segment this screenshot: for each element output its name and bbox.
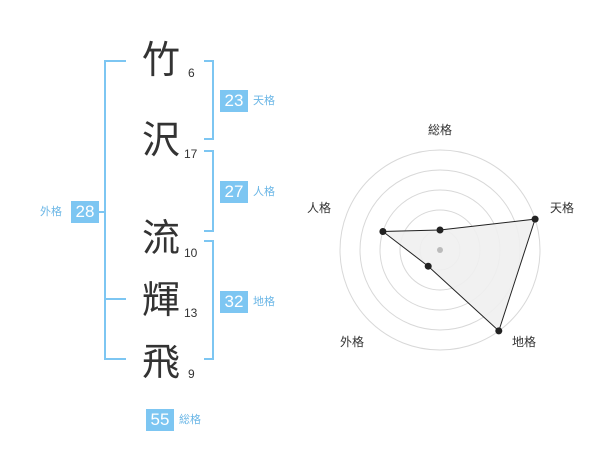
- stroke-count-2: 17: [184, 147, 198, 161]
- axis-label-gaikaku: 外格: [340, 334, 364, 349]
- tenkaku-value-badge: 23: [220, 90, 248, 112]
- jinkaku-bracket-bottom: [204, 230, 214, 232]
- chikaku-bracket-top: [204, 240, 214, 242]
- axis-label-tenkaku: 天格: [550, 200, 574, 215]
- tenkaku-bracket-vertical: [212, 60, 214, 140]
- jinkaku-bracket-top: [204, 150, 214, 152]
- tenkaku-bracket-top: [204, 60, 214, 62]
- gaikaku-bracket-arm: [96, 211, 106, 213]
- axis-label-jinkaku: 人格: [307, 200, 331, 215]
- chikaku-label: 地格: [253, 295, 275, 308]
- chikaku-bracket-vertical: [212, 240, 214, 360]
- gaikaku-value-badge: 28: [71, 201, 99, 223]
- jinkaku-bracket-vertical: [212, 150, 214, 232]
- stroke-count-1: 6: [188, 66, 195, 80]
- radar-point-3: [424, 262, 432, 270]
- name-char-4: 輝: [142, 278, 181, 322]
- radar-point-4: [379, 228, 387, 235]
- stroke-count-5: 9: [188, 367, 195, 381]
- radar-polygon: [381, 218, 536, 332]
- stroke-count-4: 13: [184, 306, 198, 320]
- radar-grid-ring: [339, 149, 541, 351]
- radar-point-2: [495, 327, 503, 335]
- chikaku-value-badge: 32: [220, 291, 248, 313]
- soukaku-label: 総格: [179, 413, 201, 426]
- name-char-1: 竹: [142, 38, 181, 82]
- gaikaku-bracket-top: [104, 60, 126, 62]
- radar-center-dot: [437, 247, 443, 253]
- gaikaku-bracket-vertical: [104, 60, 106, 360]
- gaikaku-bracket-bottom: [104, 358, 126, 360]
- name-char-5: 飛: [142, 340, 181, 384]
- gaikaku-bracket-mid: [104, 298, 126, 300]
- axis-label-chikaku: 地格: [512, 334, 536, 349]
- axis-label-soukaku: 総格: [428, 122, 452, 137]
- name-char-2: 沢: [142, 118, 181, 162]
- tenkaku-bracket-bottom: [204, 138, 214, 140]
- jinkaku-label: 人格: [253, 185, 275, 198]
- name-char-3: 流: [142, 216, 181, 260]
- soukaku-value-badge: 55: [146, 409, 174, 431]
- radar-point-0: [436, 226, 444, 234]
- chikaku-bracket-bottom: [204, 358, 214, 360]
- stroke-count-3: 10: [184, 246, 198, 260]
- gaikaku-label: 外格: [40, 205, 62, 218]
- tenkaku-label: 天格: [253, 94, 275, 107]
- jinkaku-value-badge: 27: [220, 181, 248, 203]
- radar-point-1: [531, 215, 539, 223]
